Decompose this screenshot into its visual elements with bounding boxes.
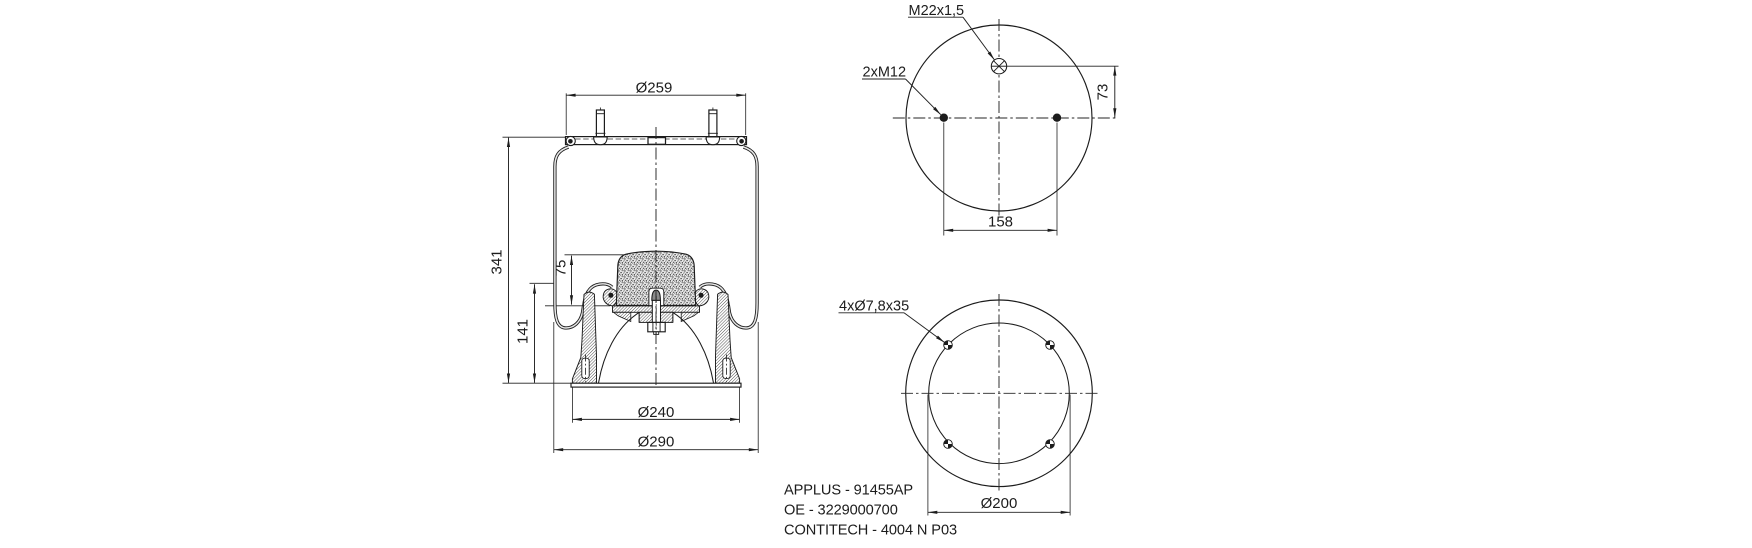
svg-text:M22x1,5: M22x1,5 xyxy=(909,3,965,19)
svg-text:Ø200: Ø200 xyxy=(981,495,1018,512)
svg-text:73: 73 xyxy=(1095,84,1112,101)
svg-text:CONTITECH - 4004 N P03: CONTITECH - 4004 N P03 xyxy=(784,523,957,539)
svg-text:APPLUS - 91455AP: APPLUS - 91455AP xyxy=(784,483,913,499)
svg-text:Ø240: Ø240 xyxy=(638,404,675,421)
svg-text:75: 75 xyxy=(553,260,570,277)
svg-text:341: 341 xyxy=(489,249,506,274)
svg-text:4xØ7,8x35: 4xØ7,8x35 xyxy=(839,298,909,314)
svg-text:Ø290: Ø290 xyxy=(638,434,675,451)
svg-text:2xM12: 2xM12 xyxy=(863,65,907,81)
svg-text:OE - 3229000700: OE - 3229000700 xyxy=(784,503,898,519)
svg-text:Ø259: Ø259 xyxy=(636,79,673,96)
svg-text:158: 158 xyxy=(988,213,1013,230)
svg-text:141: 141 xyxy=(515,319,532,344)
